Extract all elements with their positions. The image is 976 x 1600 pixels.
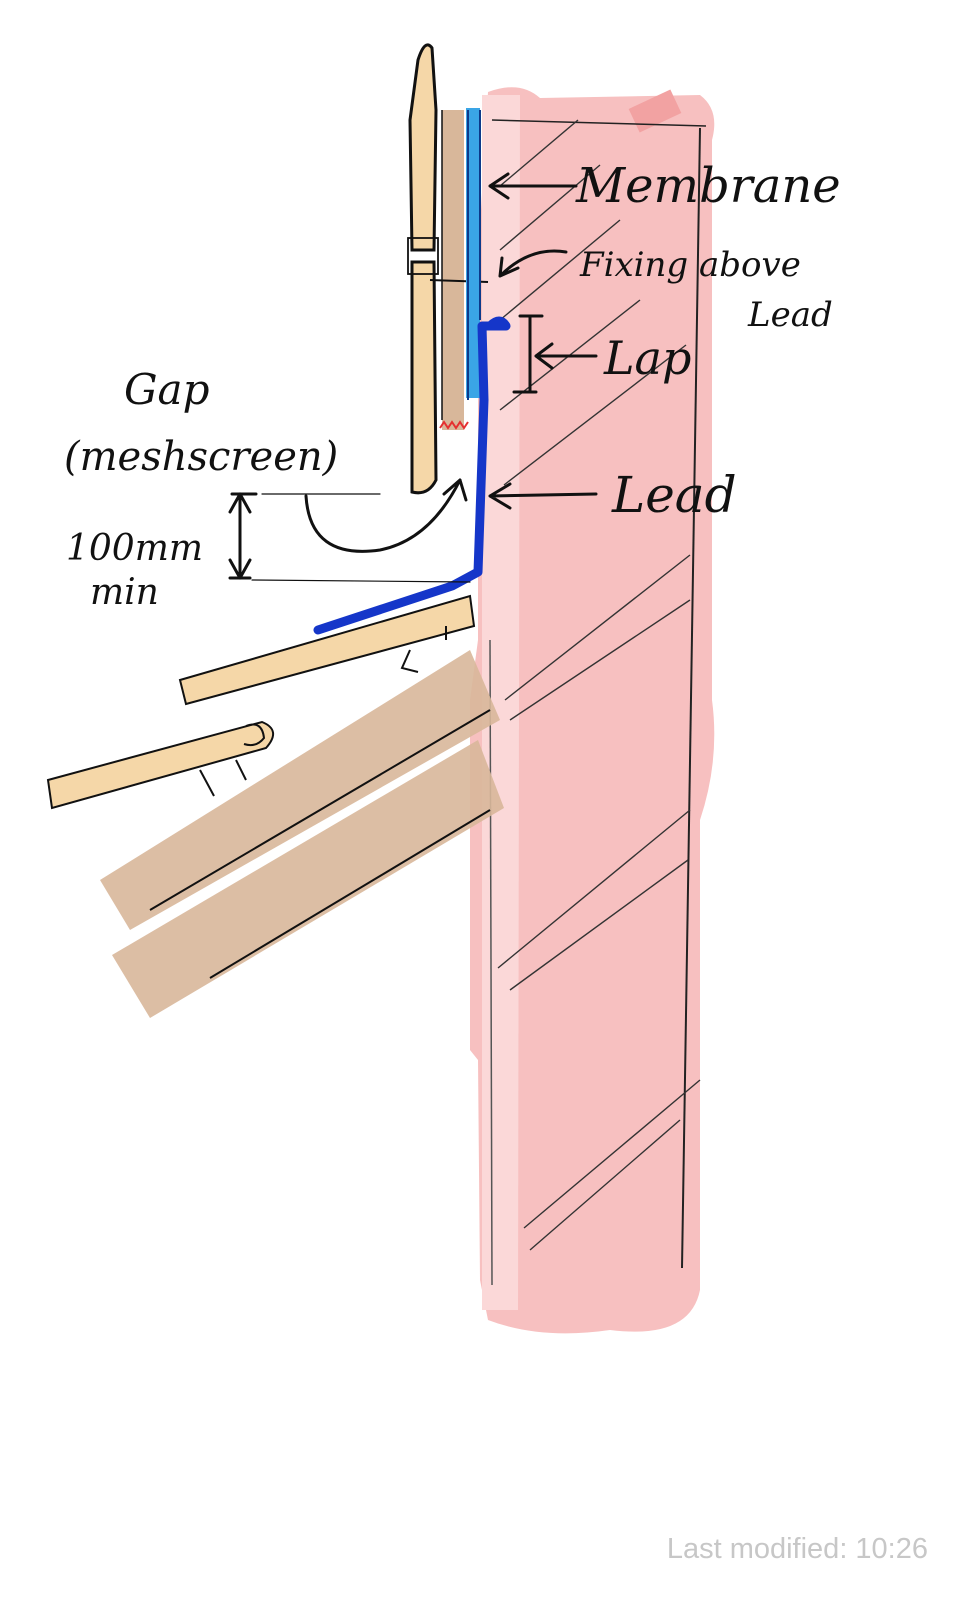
dimension-arrow	[228, 492, 258, 580]
fixing-nail	[407, 237, 439, 275]
roof-assembly	[46, 594, 504, 1018]
label-dimension-line1: 100mm	[66, 528, 203, 569]
wall-fill	[470, 87, 715, 1334]
cladding-board-lower	[410, 260, 438, 495]
wall-corner-mark	[628, 89, 682, 133]
lead-flashing	[313, 316, 511, 635]
wall	[470, 87, 715, 1334]
last-modified-text: Last modified: 10:26	[666, 1533, 928, 1565]
membrane-arrow	[488, 172, 578, 200]
wall-top-line	[491, 119, 707, 127]
label-lead: Lead	[611, 466, 737, 524]
label-lap: Lap	[603, 331, 691, 385]
tile-lower	[46, 720, 274, 810]
rafter-lower	[112, 740, 504, 1018]
rafter-upper	[100, 650, 500, 930]
label-gap-line1: Gap	[124, 365, 209, 414]
tile-clips	[199, 626, 447, 797]
mesh-screen-squiggle	[439, 420, 469, 430]
tile-upper	[178, 594, 476, 706]
wall-hatching	[497, 119, 701, 1251]
lead-arrow	[488, 482, 598, 510]
gap-arrow	[304, 478, 468, 553]
lap-arrow	[534, 342, 598, 370]
label-fixing-line2: Lead	[747, 295, 833, 335]
leader-arrows	[228, 172, 598, 583]
lap-dimension	[512, 314, 544, 394]
cladding-boards	[407, 43, 489, 495]
batten	[442, 110, 464, 430]
membrane	[466, 108, 481, 400]
cladding-board-upper	[408, 43, 438, 252]
wall-right-line	[681, 127, 701, 1269]
label-gap-line2: (meshscreen)	[64, 434, 338, 480]
label-dimension-line2: min	[90, 572, 159, 613]
label-fixing-line1: Fixing above	[579, 245, 801, 285]
wall-left-line	[489, 639, 493, 1286]
fixing-arrow	[498, 249, 568, 278]
label-membrane: Membrane	[575, 158, 841, 214]
